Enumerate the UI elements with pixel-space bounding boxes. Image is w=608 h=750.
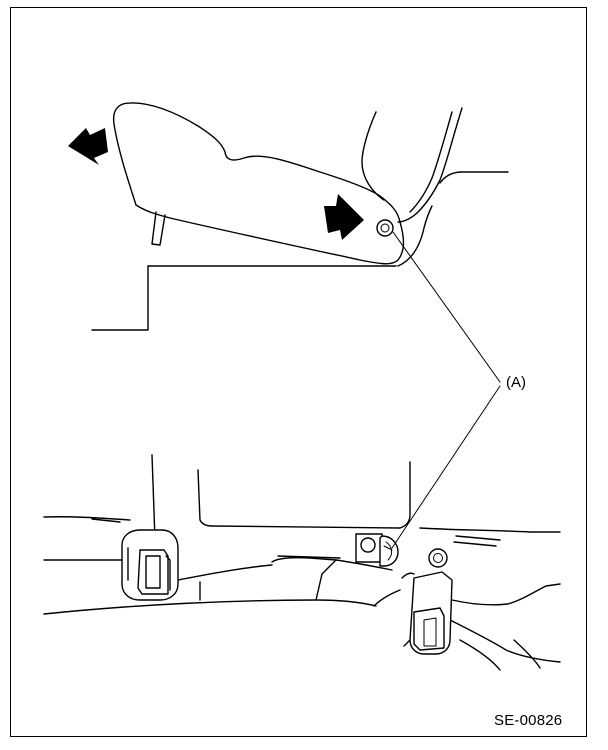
- push-arrow-right-icon: [324, 194, 364, 240]
- seat-frame-lower: [43, 454, 561, 671]
- push-arrow-left-icon: [68, 128, 108, 165]
- figure-id: SE-00826: [494, 712, 563, 729]
- seatback-upper: [361, 107, 509, 267]
- diagram-frame: [10, 7, 587, 737]
- right-mount-bracket: [401, 548, 453, 655]
- callout-label-a: (A): [506, 374, 526, 391]
- callout-leader-lines: [391, 231, 501, 549]
- hinge-pivot-upper: [376, 219, 394, 237]
- seat-cushion-upper: [91, 102, 405, 331]
- left-mount-bracket: [121, 529, 179, 601]
- hinge-bolt-lower: [355, 533, 399, 567]
